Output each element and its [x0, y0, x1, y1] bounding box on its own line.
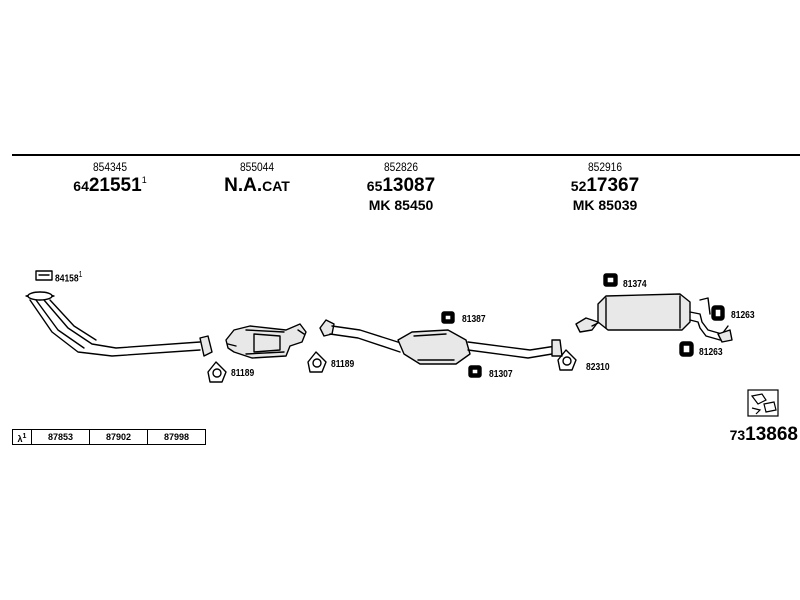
- kit-table-lambda: λ1: [13, 430, 32, 444]
- assembly-reference-number: 7313868: [729, 424, 798, 445]
- catalyst-part[interactable]: [225, 323, 307, 359]
- kit-table-cell[interactable]: 87853: [32, 430, 90, 444]
- label-clamp-upper: 81387: [462, 314, 486, 325]
- label-clamp-lower: 81307: [489, 369, 513, 380]
- header-catalyst-part: N.A.CAT: [224, 175, 290, 196]
- header-downpipe-part: 64215511: [73, 175, 147, 196]
- kit-table-cell[interactable]: 87902: [90, 430, 148, 444]
- header-rear-code: 852916: [587, 160, 623, 174]
- header-rear-kit: MK 85039: [572, 197, 638, 213]
- header-catalyst[interactable]: 855044 N.A.CAT: [187, 161, 327, 195]
- clamp-icon-upper[interactable]: [441, 311, 455, 324]
- header-downpipe-code: 854345: [92, 160, 128, 174]
- rear-silencer-part[interactable]: [575, 293, 733, 343]
- header-middle-part: 6513087: [366, 175, 436, 196]
- top-divider-line: [12, 154, 800, 156]
- kit-table: λ1 87853 87902 87998: [12, 429, 206, 445]
- label-hanger-right-lower: 81263: [699, 347, 723, 358]
- header-middle-code: 852826: [383, 160, 419, 174]
- header-middle-kit: MK 85450: [368, 197, 434, 213]
- header-rear-silencer[interactable]: 852916 5217367 MK 85039: [535, 161, 675, 212]
- header-catalyst-code: 855044: [239, 160, 275, 174]
- hanger-icon-top[interactable]: [603, 273, 618, 287]
- hanger-icon-right-upper[interactable]: [711, 305, 725, 321]
- middle-silencer-part[interactable]: [319, 319, 563, 365]
- header-rear-part: 5217367: [570, 175, 640, 196]
- header-middle-silencer[interactable]: 852826 6513087 MK 85450: [331, 161, 471, 212]
- label-ring-2: 81189: [331, 359, 355, 370]
- label-ring-3: 82310: [586, 362, 610, 373]
- label-ring-1: 81189: [231, 368, 255, 379]
- reference-box-icon: [747, 389, 779, 417]
- label-hanger-top: 81374: [623, 279, 647, 290]
- label-gasket-top: 841581: [55, 270, 83, 285]
- front-downpipe[interactable]: [25, 291, 213, 357]
- ring-icon-3[interactable]: [557, 349, 577, 371]
- hanger-icon-right-lower[interactable]: [679, 341, 694, 357]
- kit-table-cell[interactable]: 87998: [163, 432, 190, 442]
- ring-icon-1[interactable]: [207, 361, 227, 383]
- clamp-icon-lower[interactable]: [468, 365, 482, 378]
- gasket-icon[interactable]: [35, 270, 53, 281]
- ring-icon-2[interactable]: [307, 351, 327, 373]
- header-downpipe[interactable]: 854345 64215511: [40, 161, 180, 195]
- label-hanger-right-upper: 81263: [731, 310, 755, 321]
